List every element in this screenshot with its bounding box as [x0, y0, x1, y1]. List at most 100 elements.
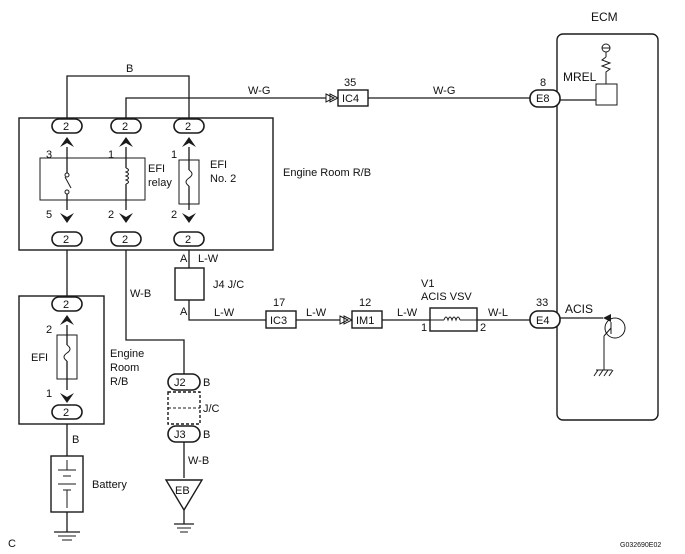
im1-label: IM1 — [356, 315, 374, 327]
engine-room-rb-bottom: Engine Room R/B 2 2 EFI 1 2 — [18, 295, 144, 425]
svg-text:R/B: R/B — [110, 376, 128, 388]
svg-text:2: 2 — [171, 209, 177, 221]
engine-room-rb-top: Engine Room R/B 2 2 2 EFI relay 3 5 1 2 … — [18, 117, 371, 251]
svg-text:2: 2 — [63, 407, 69, 419]
arrow-down-icon — [182, 213, 196, 223]
svg-text:1: 1 — [46, 388, 52, 400]
wire-wb-bottom: W-B — [188, 455, 209, 467]
efi-fuse-label: EFI — [31, 352, 48, 364]
e8-pin: 8 — [540, 77, 546, 89]
wire-lw-j4: L-W — [198, 253, 219, 265]
e4-label: E4 — [536, 315, 549, 327]
wire-wl: W-L — [488, 307, 508, 319]
svg-text:2: 2 — [185, 121, 191, 133]
fuse-icon — [63, 344, 71, 362]
e8-label: E8 — [536, 93, 549, 105]
svg-text:1: 1 — [171, 149, 177, 161]
e4-connector — [529, 310, 561, 329]
svg-text:No. 2: No. 2 — [210, 173, 236, 185]
battery-label: Battery — [92, 479, 127, 491]
acis-label: ACIS — [565, 302, 593, 316]
corner-letter: C — [8, 538, 16, 550]
ic4-label: IC4 — [342, 93, 359, 105]
svg-text:relay: relay — [148, 177, 172, 189]
j2-connector — [167, 373, 201, 391]
ic3-label: IC3 — [270, 315, 287, 327]
svg-text:B: B — [203, 429, 210, 441]
ic4-pin: 35 — [344, 77, 356, 89]
svg-text:Room: Room — [110, 362, 139, 374]
j4-junction-connector — [174, 267, 205, 301]
wire-wg-right: W-G — [433, 85, 455, 97]
svg-text:5: 5 — [46, 209, 52, 221]
e8-connector — [529, 89, 561, 108]
rb-bottom-terminal-1 — [51, 296, 83, 312]
relay-switch-icon — [64, 176, 72, 189]
arrow-up-icon — [182, 137, 196, 147]
ecm-title: ECM — [591, 10, 618, 24]
svg-text:L-W: L-W — [214, 307, 235, 319]
rb-top-terminal-6 — [173, 231, 205, 247]
rb-top-terminal-2 — [110, 118, 142, 134]
svg-text:2: 2 — [185, 234, 191, 246]
wire-b-top: B — [126, 63, 133, 75]
j3-label: J3 — [174, 429, 186, 441]
svg-text:2: 2 — [480, 322, 486, 334]
arrow-down-icon — [60, 213, 74, 223]
middle-wires: W-B A L-W J4 J/C A L-W IC3 17 L-W IM1 1 2… — [66, 250, 561, 374]
wire-wg-left: W-G — [248, 85, 270, 97]
svg-text:L-W: L-W — [306, 307, 327, 319]
ecm-block: ECM MREL ACIS — [556, 10, 659, 421]
svg-text:L-W: L-W — [397, 307, 418, 319]
svg-text:2: 2 — [63, 299, 69, 311]
arrow-up-icon — [119, 137, 133, 147]
mrel-resistor-icon — [600, 56, 612, 84]
svg-text:2: 2 — [108, 209, 114, 221]
ecm-outline — [556, 33, 659, 421]
svg-text:3: 3 — [46, 149, 52, 161]
arrow-down-icon — [119, 213, 133, 223]
svg-text:2: 2 — [63, 234, 69, 246]
svg-text:B: B — [72, 434, 79, 446]
rb-top-terminal-4 — [51, 231, 83, 247]
mrel-label: MREL — [563, 70, 597, 84]
j2-label: J2 — [174, 377, 186, 389]
jc-label: J/C — [203, 403, 220, 415]
battery: B Battery — [50, 424, 127, 541]
arrow-down-icon — [60, 393, 74, 403]
fuse-icon — [185, 169, 193, 187]
vsv-id: V1 — [421, 278, 434, 290]
vsv-name: ACIS VSV — [421, 291, 472, 303]
rb-top-label: Engine Room R/B — [283, 167, 371, 179]
rb-bottom-terminal-2 — [51, 404, 83, 420]
svg-text:2: 2 — [46, 324, 52, 336]
svg-text:2: 2 — [122, 234, 128, 246]
j4-label: J4 J/C — [213, 279, 244, 291]
vsv-coil-icon — [443, 316, 461, 322]
svg-text:1: 1 — [108, 149, 114, 161]
figure-code: G032690E02 — [620, 542, 661, 549]
rb-top-terminal-5 — [110, 231, 142, 247]
wire-wb-mid: W-B — [130, 288, 151, 300]
arrow-up-icon — [60, 315, 74, 325]
e4-pin: 33 — [536, 297, 548, 309]
rb-top-outline — [18, 117, 274, 251]
svg-text:2: 2 — [63, 121, 69, 133]
svg-text:A: A — [180, 306, 188, 318]
svg-text:2: 2 — [122, 121, 128, 133]
efi-relay-box — [39, 157, 146, 201]
ic3-pin: 17 — [273, 297, 285, 309]
eb-ground-point — [164, 479, 204, 512]
rb-top-terminal-1 — [51, 118, 83, 134]
relay-coil-icon — [124, 167, 129, 185]
rb-bottom-label: Engine — [110, 348, 144, 360]
rb-bottom-outline — [18, 295, 105, 425]
junction-connector: J2 B J/C J3 B W-B EB — [164, 373, 220, 533]
svg-text:A: A — [180, 253, 188, 265]
svg-text:1: 1 — [421, 322, 427, 334]
eb-label: EB — [175, 485, 190, 497]
arrow-up-icon — [60, 137, 74, 147]
efi-relay-label: EFI — [148, 163, 165, 175]
rb-top-terminal-3 — [173, 118, 205, 134]
